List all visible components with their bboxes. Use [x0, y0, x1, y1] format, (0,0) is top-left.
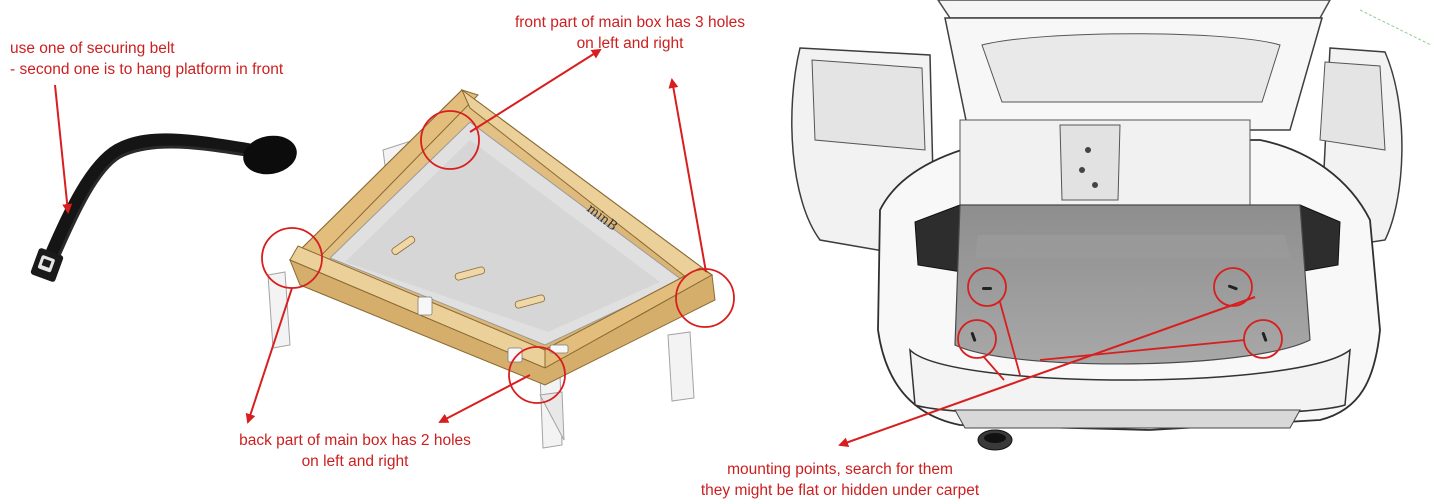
arrow-front-top	[469, 48, 602, 133]
arrow-back-left	[245, 287, 293, 424]
mounting-connector-2	[982, 355, 1005, 381]
arrow-back-bottom	[438, 374, 531, 423]
arrow-front-right	[668, 78, 707, 273]
mounting-points-annotation-line1: mounting points, search for them	[727, 461, 953, 478]
mounting-points-annotation: mounting points, search for them they mi…	[660, 459, 1020, 501]
arrow-belt	[54, 84, 73, 214]
mounting-point-circle-3	[957, 319, 997, 359]
back-holes-annotation-line1: back part of main box has 2 holes	[239, 432, 471, 449]
back-holes-annotation: back part of main box has 2 holes on lef…	[195, 430, 515, 472]
belt-annotation-line1: use one of securing belt	[10, 40, 175, 57]
mounting-point-circle-4	[1243, 319, 1283, 359]
securing-belt-illustration	[30, 133, 297, 282]
belt-annotation-line2: - second one is to hang platform in fron…	[10, 61, 284, 78]
mounting-points-annotation-line2: they might be flat or hidden under carpe…	[700, 482, 980, 499]
mounting-connector-1	[999, 301, 1021, 376]
arrow-mounting-points	[838, 296, 1256, 448]
front-holes-annotation-line1: front part of main box has 3 holes	[514, 14, 746, 31]
mounting-connector-3	[1039, 339, 1246, 361]
back-holes-annotation-line2: on left and right	[301, 453, 409, 470]
mounting-point-circle-1	[967, 267, 1007, 307]
main-box-illustration: minB	[267, 88, 716, 449]
belt-annotation: use one of securing belt - second one is…	[10, 38, 283, 80]
mounting-point-circle-2	[1213, 267, 1253, 307]
front-hole-circle-top	[420, 110, 480, 170]
back-hole-circle-bottom	[508, 346, 566, 404]
front-holes-annotation-line2: on left and right	[576, 35, 684, 52]
front-holes-annotation: front part of main box has 3 holes on le…	[470, 12, 790, 54]
car-illustration	[791, 0, 1431, 451]
